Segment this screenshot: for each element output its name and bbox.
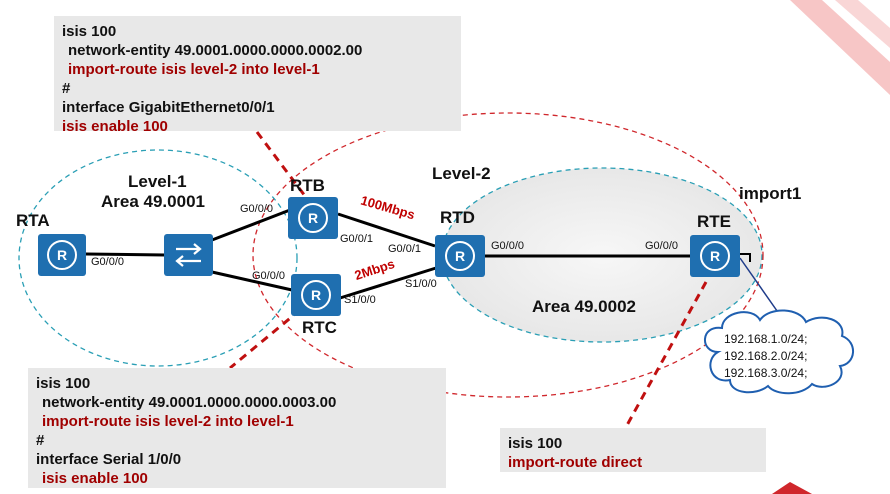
port-rtb-g0: G0/0/0 bbox=[240, 203, 274, 215]
svg-text:R: R bbox=[311, 287, 321, 303]
port-rta-g0: G0/0/0 bbox=[91, 256, 125, 268]
cloud-icon bbox=[704, 309, 854, 395]
level2-title: Level-2 bbox=[432, 164, 491, 183]
port-rtd-s1: S1/0/0 bbox=[405, 278, 437, 290]
config-line: import-route isis level-2 into level-1 bbox=[42, 413, 294, 430]
rta-label: RTA bbox=[16, 211, 50, 230]
rtb-label: RTB bbox=[290, 176, 325, 195]
cloud-route-list: 192.168.1.0/24; 192.168.2.0/24; 192.168.… bbox=[724, 331, 807, 382]
level2-area-label: Area 49.0002 bbox=[532, 297, 636, 316]
rtb-config-box: isis 100 network-entity 49.0001.0000.0000… bbox=[54, 16, 461, 135]
link-switch-rtc bbox=[211, 270, 293, 292]
config-line: import-route direct bbox=[508, 454, 643, 471]
link-rta-switch bbox=[85, 252, 166, 257]
cloud-route-2: 192.168.2.0/24; bbox=[724, 349, 808, 363]
port-rtc-s1: S1/0/0 bbox=[344, 294, 376, 306]
router-icon: R bbox=[291, 274, 341, 316]
rte-port-marker bbox=[740, 253, 751, 262]
rte-config-box: isis 100 import-route direct bbox=[500, 428, 766, 472]
rte-label: RTE bbox=[697, 212, 731, 231]
link-rtb-rtd bbox=[337, 212, 436, 248]
corner-decoration bbox=[772, 0, 890, 494]
import-label: import1 bbox=[739, 184, 802, 203]
level1-area-boundary bbox=[18, 149, 298, 367]
port-rtb-g1: G0/0/1 bbox=[340, 233, 374, 245]
config-line: # bbox=[62, 80, 71, 97]
config-line: interface GigabitEthernet0/0/1 bbox=[62, 99, 275, 116]
config-line: network-entity 49.0001.0000.0000.0003.00 bbox=[42, 394, 337, 411]
router-icon: R bbox=[38, 234, 86, 276]
cloud-connector bbox=[739, 257, 783, 319]
port-rtd-g0: G0/0/0 bbox=[491, 240, 525, 252]
svg-text:R: R bbox=[455, 248, 465, 264]
config-line: isis enable 100 bbox=[62, 118, 168, 135]
rtd-label: RTD bbox=[440, 208, 475, 227]
svg-text:R: R bbox=[308, 210, 318, 226]
link-rtc-rtd bbox=[339, 266, 437, 300]
router-icon: R bbox=[690, 235, 740, 277]
link-switch-rtb bbox=[211, 208, 291, 242]
config-line: isis 100 bbox=[62, 23, 117, 40]
cloud-route-1: 192.168.1.0/24; bbox=[724, 332, 808, 346]
cloud-route-3: 192.168.3.0/24; bbox=[724, 366, 808, 380]
config-line: network-entity 49.0001.0000.0000.0002.00 bbox=[68, 42, 363, 59]
port-rtd-g1: G0/0/1 bbox=[388, 243, 422, 255]
level1-area-label: Area 49.0001 bbox=[101, 192, 205, 211]
config-line: isis 100 bbox=[36, 375, 91, 392]
level1-title: Level-1 bbox=[128, 172, 187, 191]
config-line: import-route isis level-2 into level-1 bbox=[68, 61, 320, 78]
rtc-callout-pointer bbox=[229, 308, 301, 370]
svg-text:R: R bbox=[710, 248, 720, 264]
level2-domain-boundary bbox=[252, 112, 764, 398]
router-icon: R bbox=[435, 235, 485, 277]
rtb-callout-pointer bbox=[255, 131, 310, 201]
port-rte-g0: G0/0/0 bbox=[645, 240, 679, 252]
config-line: isis enable 100 bbox=[42, 470, 148, 487]
config-line: isis 100 bbox=[508, 435, 563, 452]
port-rtc-g0: G0/0/0 bbox=[252, 270, 286, 282]
config-line: # bbox=[36, 432, 45, 449]
config-line: interface Serial 1/0/0 bbox=[36, 451, 182, 468]
svg-text:R: R bbox=[57, 247, 67, 263]
links bbox=[85, 208, 692, 300]
rtc-config-box: isis 100 network-entity 49.0001.0000.0000… bbox=[28, 368, 446, 488]
rtc-label: RTC bbox=[302, 318, 337, 337]
router-icon: R bbox=[288, 197, 338, 239]
switch-icon bbox=[164, 234, 213, 276]
